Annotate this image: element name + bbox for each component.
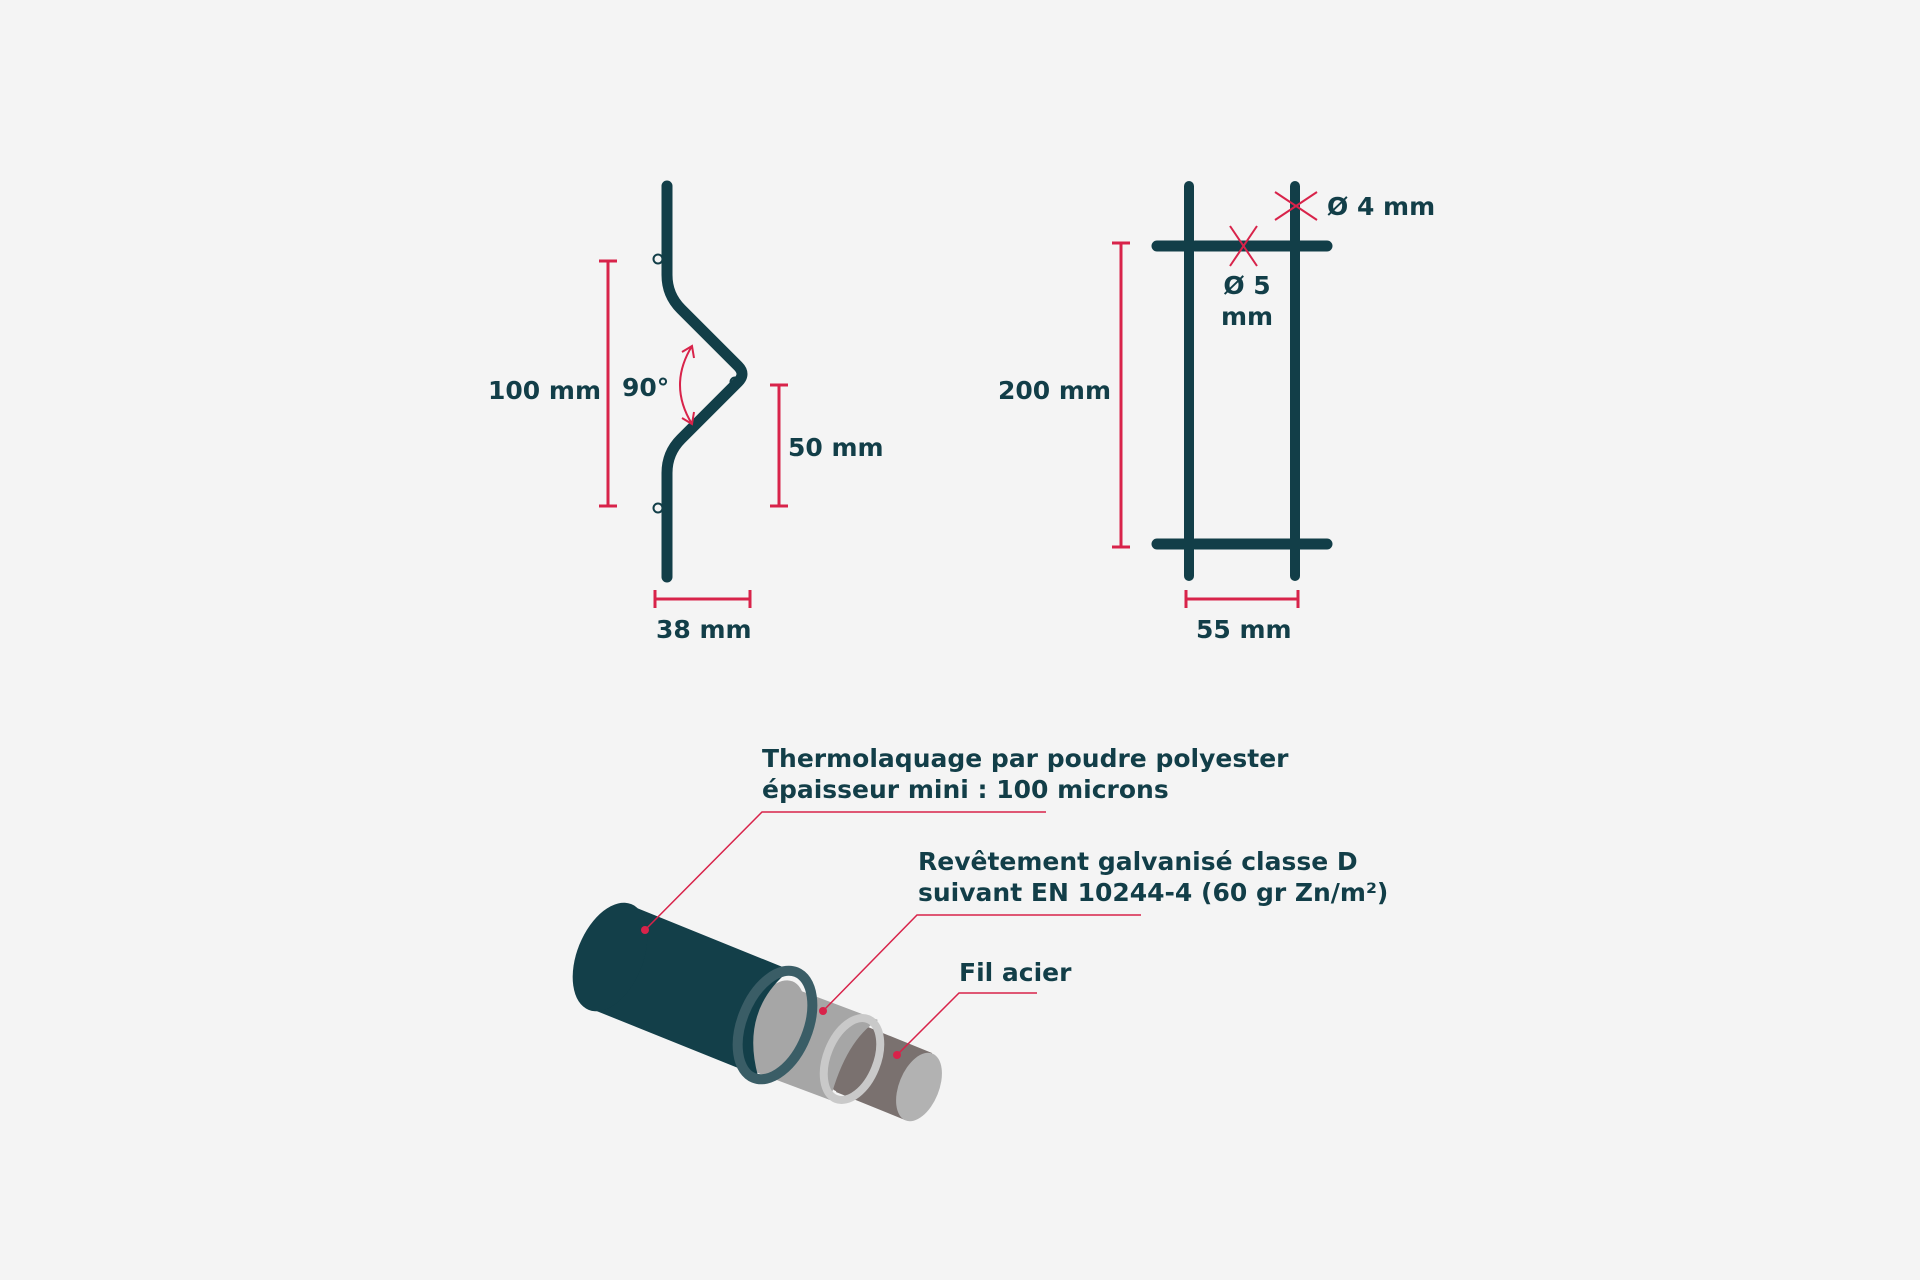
galvanized-ring xyxy=(819,1014,885,1104)
diameter-marker-4mm xyxy=(1274,191,1318,221)
label-diameter-5mm-line2: mm xyxy=(1220,302,1274,332)
label-38mm: 38 mm xyxy=(656,615,752,644)
label-55mm: 55 mm xyxy=(1196,615,1292,644)
callout-coating: Thermolaquage par poudre polyester épais… xyxy=(762,743,1288,805)
coating-back xyxy=(572,902,648,1012)
label-diameter-5mm: Ø 5 mm xyxy=(1212,270,1282,333)
bend-point-top xyxy=(652,253,664,265)
callout-lines xyxy=(644,811,1141,1056)
label-90-degree: 90° xyxy=(622,373,670,402)
label-diameter-4mm: Ø 4 mm xyxy=(1327,192,1436,221)
wire-layers xyxy=(572,811,1141,1122)
steel-core-end xyxy=(896,1052,942,1122)
coating-ring xyxy=(732,965,818,1085)
callout-line-coating xyxy=(644,811,1046,931)
panel-section xyxy=(1112,181,1333,608)
callout-galvanized: Revêtement galvanisé classe D suivant EN… xyxy=(918,846,1388,908)
label-diameter-5mm-line1: Ø 5 xyxy=(1223,271,1271,300)
dimension-38mm xyxy=(653,590,752,608)
diameter-marker-5mm xyxy=(1229,225,1258,267)
callout-line-core xyxy=(896,992,1037,1056)
callout-core: Fil acier xyxy=(959,958,1072,987)
angle-arc xyxy=(679,344,695,426)
bend-point-apex xyxy=(729,376,741,388)
dimension-55mm xyxy=(1184,590,1300,608)
dimension-200mm xyxy=(1112,241,1130,549)
label-50mm: 50 mm xyxy=(788,433,884,462)
callout-coating-line1: Thermolaquage par poudre polyester xyxy=(762,744,1289,773)
bent-wire xyxy=(661,180,748,583)
callout-galvanized-line2: suivant EN 10244-4 (60 gr Zn/m²) xyxy=(918,878,1389,907)
label-100mm: 100 mm xyxy=(488,376,601,405)
bend-point-bottom xyxy=(652,502,664,514)
dimension-100mm xyxy=(599,259,617,508)
label-200mm: 200 mm xyxy=(998,376,1111,405)
bend-profile xyxy=(599,180,788,608)
callout-line-galvanized xyxy=(822,914,1141,1012)
callout-galvanized-line1: Revêtement galvanisé classe D xyxy=(918,847,1358,876)
callout-coating-line2: épaisseur mini : 100 microns xyxy=(762,775,1169,804)
callout-dots xyxy=(641,926,901,1059)
dimension-50mm xyxy=(770,383,788,508)
